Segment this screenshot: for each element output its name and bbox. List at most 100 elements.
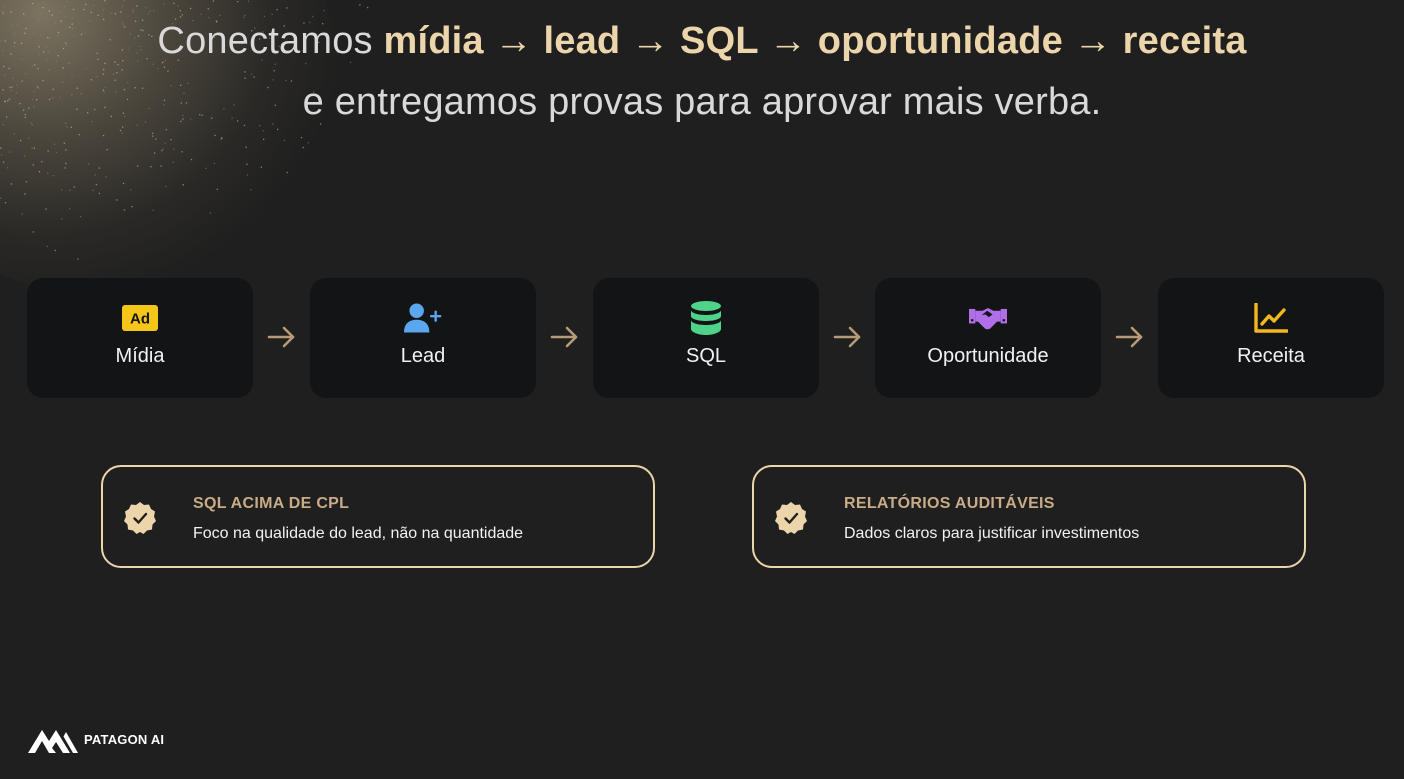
grain-speck [300, 137, 303, 139]
grain-speck [45, 208, 47, 210]
grain-speck [132, 9, 134, 11]
grain-speck [181, 151, 183, 153]
grain-speck [95, 183, 97, 186]
grain-speck [190, 158, 193, 161]
grain-speck [77, 258, 79, 260]
step-sql: SQL [593, 278, 819, 398]
grain-speck [122, 126, 124, 128]
grain-speck [181, 14, 183, 16]
grain-speck [147, 12, 149, 15]
arrow-right-icon [1115, 326, 1143, 348]
ad-icon: Ad [121, 302, 159, 334]
grain-speck [61, 218, 63, 220]
grain-speck [162, 148, 164, 150]
grain-speck [220, 138, 222, 140]
grain-speck [69, 208, 71, 210]
grain-speck [21, 213, 23, 215]
grain-speck [54, 249, 56, 252]
grain-speck [237, 1, 239, 3]
grain-speck [88, 163, 90, 165]
grain-speck [85, 3, 87, 6]
grain-speck [102, 9, 104, 11]
grain-speck [23, 13, 25, 15]
grain-speck [247, 0, 250, 2]
grain-speck [66, 1, 68, 3]
handshake-icon [969, 302, 1007, 334]
grain-speck [72, 8, 75, 11]
grain-speck [190, 7, 192, 10]
grain-speck [90, 11, 92, 13]
grain-speck [105, 176, 107, 178]
brand: PATAGON AI [28, 724, 164, 754]
grain-speck [73, 186, 75, 188]
grain-speck [83, 8, 85, 11]
headline: Conectamos mídia → lead → SQL → oportuni… [0, 18, 1404, 125]
grain-speck [47, 172, 49, 174]
grain-speck [93, 4, 95, 6]
grain-speck [55, 151, 58, 153]
grain-speck [277, 128, 279, 131]
arrow-right-icon [267, 326, 295, 348]
grain-speck [367, 6, 369, 9]
grain-speck [209, 212, 211, 214]
grain-speck [10, 11, 12, 13]
grain-speck [32, 2, 34, 5]
grain-speck [170, 138, 172, 141]
grain-speck [2, 12, 4, 14]
grain-speck [25, 181, 28, 183]
grain-speck [312, 15, 314, 18]
grain-speck [0, 197, 2, 199]
grain-speck [94, 174, 96, 176]
ad-icon-text: Ad [130, 311, 150, 328]
arrow-right-icon [550, 326, 578, 348]
grain-speck [122, 182, 125, 185]
step-label: SQL [685, 345, 727, 367]
grain-speck [121, 132, 123, 134]
grain-speck [123, 0, 125, 2]
grain-speck [263, 138, 265, 140]
grain-speck [250, 189, 252, 191]
grain-speck [119, 129, 122, 132]
grain-speck [149, 10, 151, 12]
grain-speck [165, 129, 167, 131]
grain-speck [160, 165, 162, 167]
grain-speck [92, 189, 94, 191]
grain-speck [41, 161, 43, 163]
grain-speck [59, 11, 61, 13]
grain-speck [246, 163, 248, 165]
grain-speck [0, 154, 3, 156]
grain-speck [63, 142, 65, 144]
grain-speck [110, 12, 113, 14]
grain-speck [152, 209, 154, 211]
grain-speck [33, 147, 36, 149]
grain-speck [32, 164, 34, 166]
grain-speck [1, 10, 3, 12]
grain-speck [213, 162, 216, 164]
grain-speck [31, 147, 33, 149]
grain-speck [246, 174, 248, 176]
feature-title: RELATÓRIOS AUDITÁVEIS [844, 495, 1055, 512]
grain-speck [98, 192, 100, 195]
grain-speck [97, 14, 99, 16]
user-plus-icon [404, 302, 442, 334]
grain-speck [28, 137, 30, 139]
grain-speck [132, 11, 134, 13]
feature-description: Dados claros para justificar investiment… [844, 525, 1140, 542]
grain-speck [172, 161, 174, 163]
grain-speck [65, 15, 67, 18]
grain-speck [219, 14, 221, 16]
grain-speck [153, 10, 155, 12]
arrow-right-icon [833, 326, 861, 348]
step-label: Receita [1237, 345, 1305, 367]
grain-speck [276, 9, 278, 11]
grain-speck [130, 189, 132, 191]
grain-speck [65, 162, 67, 165]
patagon-logo-icon [28, 730, 78, 753]
grain-speck [42, 7, 44, 9]
step-lead: Lead [310, 278, 536, 398]
grain-speck [262, 130, 264, 132]
grain-speck [52, 175, 55, 177]
grain-speck [244, 14, 246, 16]
grain-speck [61, 189, 63, 191]
